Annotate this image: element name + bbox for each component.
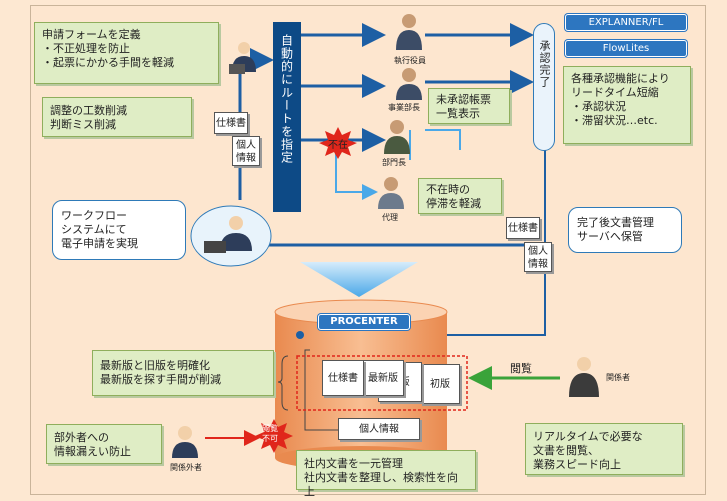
applicant-person-icon bbox=[229, 42, 256, 74]
note-centralize: 社内文書を一元管理 社内文書を整理し、検索性を向上 bbox=[296, 450, 476, 498]
explanner-badge: EXPLANNER/FL bbox=[565, 14, 687, 31]
doc-personal-top: 個人 情報 bbox=[232, 136, 260, 166]
executive-person-icon bbox=[396, 14, 422, 50]
outsider-person-icon bbox=[172, 426, 198, 458]
doc-spec-center: 仕様書 bbox=[322, 360, 364, 396]
absent-label: 不在 bbox=[328, 140, 348, 151]
approval-complete-pill: 承認完了 bbox=[533, 23, 555, 151]
note-approval-features: 各種承認機能により リードタイム短縮 ・承認状況 ・滞留状況…etc. bbox=[563, 66, 691, 144]
archive-dot bbox=[296, 331, 304, 339]
related-person-icon bbox=[569, 357, 599, 397]
doc-personal-right: 個人 情報 bbox=[524, 242, 552, 272]
related-label: 関係者 bbox=[606, 373, 630, 382]
flowlites-badge: FlowLites bbox=[565, 40, 687, 57]
note-clarify-versions: 最新版と旧版を明確化 最新版を探す手間が削減 bbox=[92, 350, 274, 396]
executive-label: 執行役員 bbox=[394, 56, 426, 65]
denied-burst-icon bbox=[255, 419, 293, 453]
absent-burst-icon bbox=[319, 127, 357, 159]
division-head-label: 事業部長 bbox=[388, 103, 420, 112]
doc-personal-info: 個人情報 bbox=[338, 418, 420, 440]
proxy-person-icon bbox=[378, 177, 404, 209]
doc-spec-top: 仕様書 bbox=[214, 112, 248, 134]
note-absence: 不在時の 停滞を軽減 bbox=[418, 178, 502, 214]
doc-v1: 初版 bbox=[420, 364, 460, 404]
division-head-person-icon bbox=[396, 68, 422, 100]
browse-label: 閲覧 bbox=[510, 362, 532, 375]
dept-head-label: 部門長 bbox=[382, 158, 406, 167]
proxy-label: 代理 bbox=[382, 213, 398, 222]
auto-route-bar: 自動的にルートを指定 bbox=[273, 22, 301, 212]
procenter-badge: PROCENTER bbox=[318, 314, 410, 330]
bubble-archive: 完了後文書管理 サーバへ保管 bbox=[568, 207, 682, 253]
approval-complete-text: 承認完了 bbox=[538, 40, 551, 88]
doc-latest: 最新版 bbox=[362, 360, 404, 396]
outsider-label: 関係外者 bbox=[170, 463, 202, 472]
auto-route-text: 自動的にルートを指定 bbox=[279, 34, 294, 164]
note-unapproved-list: 未承認帳票 一覧表示 bbox=[428, 88, 510, 124]
bubble-workflow: ワークフロー システムにて 電子申請を実現 bbox=[52, 200, 186, 260]
note-leak-prevention: 部外者への 情報漏えい防止 bbox=[46, 424, 162, 464]
note-realtime: リアルタイムで必要な 文書を閲覧、 業務スピード向上 bbox=[525, 423, 683, 475]
dept-head-person-icon bbox=[384, 120, 410, 154]
note-define-form: 申請フォームを定義 ・不正処理を防止 ・起票にかかる手間を軽減 bbox=[34, 22, 219, 84]
note-reduce-effort: 調整の工数削減 判断ミス削減 bbox=[42, 97, 192, 137]
doc-spec-right: 仕様書 bbox=[506, 217, 540, 239]
workflow-person-icon bbox=[190, 205, 272, 267]
denied-label: 閲覧 不可 bbox=[262, 424, 278, 443]
